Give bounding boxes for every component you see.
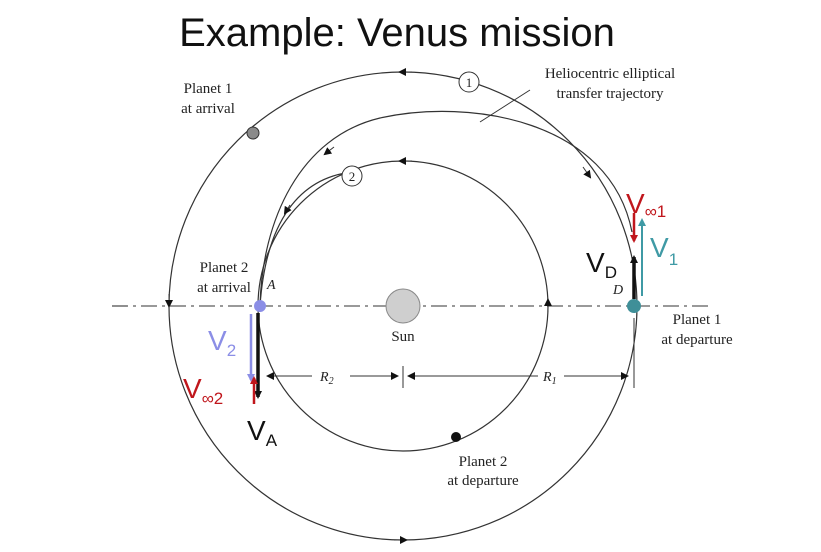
v-inf1-label: V∞1 [626,188,666,221]
planet2-at-departure [451,432,461,442]
planet2-at-arrival [254,300,266,312]
vd-label: VD [586,247,617,282]
v1-label: V1 [650,232,678,269]
trajectory-1-number: 1 [466,75,473,90]
planet2-departure-label-2: at departure [447,473,519,489]
transfer-label-1: Heliocentric elliptical [545,66,675,82]
point-a-label: A [266,278,276,293]
v-inf2-label: V∞2 [183,373,223,408]
planet1-arrival-label-1: Planet 1 [184,81,233,97]
transfer-leader-line [479,89,531,123]
page-title: Example: Venus mission [179,11,615,55]
trajectory1-arrow-2 [323,146,335,156]
r1-label: R1 [542,370,557,387]
planet1-at-departure [627,299,641,313]
trajectory2-arrow [283,204,292,215]
trajectory1-arrow [582,166,592,179]
r2-label: R2 [319,370,334,387]
point-d-label: D [612,283,623,298]
planet1-arrival-label-2: at arrival [181,101,235,117]
transfer-label-2: transfer trajectory [556,86,664,102]
planet1-departure-label-1: Planet 1 [673,312,722,328]
planet2-arrival-label-2: at arrival [197,280,251,296]
trajectory-2-marker: 2 [341,165,363,187]
planet2-arrival-label-1: Planet 2 [200,260,249,276]
planet2-departure-label-1: Planet 2 [459,454,508,470]
trajectory-1-marker: 1 [458,71,480,93]
transfer-trajectory-1 [259,110,633,307]
sun [385,288,421,324]
sun-label: Sun [391,329,415,345]
planet1-at-arrival [246,126,260,140]
va-label: VA [247,415,278,450]
v2-label: V2 [208,325,236,360]
planet1-departure-label-2: at departure [661,332,733,348]
trajectory-2-number: 2 [349,169,356,184]
